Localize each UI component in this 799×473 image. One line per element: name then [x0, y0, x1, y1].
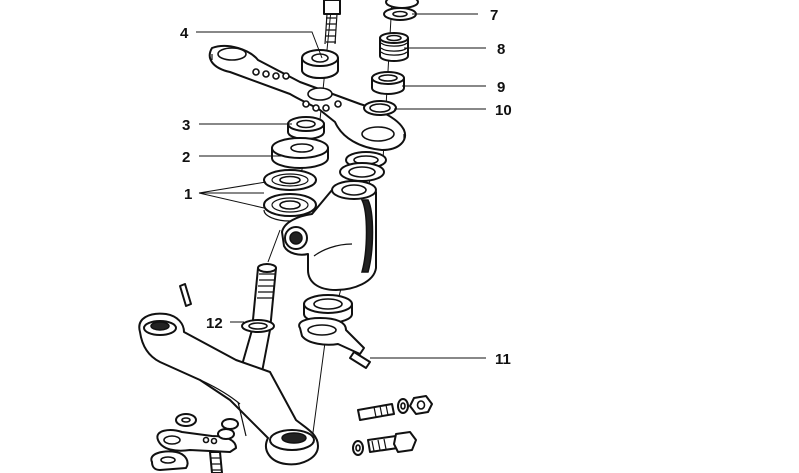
ball-bearings: [263, 169, 317, 222]
bearing-ring: [371, 71, 405, 95]
callout-labels: 4 3 2 1 7 8 9 10 11 12: [180, 7, 512, 368]
steering-stem: [239, 263, 277, 373]
small-pin: [179, 283, 192, 307]
upper-head-rings: [339, 151, 387, 182]
upper-clamp-plate: [208, 44, 406, 151]
lock-plate-lever: [298, 317, 371, 369]
lower-fork-bridge: [138, 312, 319, 466]
clamp-plate-holes: [252, 68, 342, 112]
callout-2: 2: [182, 149, 190, 166]
callout-11: 11: [495, 351, 511, 368]
callout-8: 8: [497, 41, 505, 58]
bolts-and-nuts: [352, 395, 433, 456]
callout-10: 10: [495, 102, 512, 119]
lower-clamp-parts: [150, 413, 239, 473]
top-washer: [383, 0, 419, 21]
dust-cover: [271, 137, 329, 169]
lock-nut: [287, 116, 325, 140]
leader-lines: [196, 13, 486, 359]
collar-nut: [301, 49, 339, 79]
callout-1: 1: [184, 186, 192, 203]
callout-12: 12: [206, 315, 223, 332]
threaded-bush: [379, 32, 409, 62]
callout-9: 9: [497, 79, 505, 96]
callout-7: 7: [490, 7, 498, 24]
callout-3: 3: [182, 117, 190, 134]
washer-ring: [363, 100, 397, 116]
callout-4: 4: [180, 25, 189, 42]
steering-head-housing: [281, 180, 377, 291]
top-stud: [323, 0, 341, 45]
